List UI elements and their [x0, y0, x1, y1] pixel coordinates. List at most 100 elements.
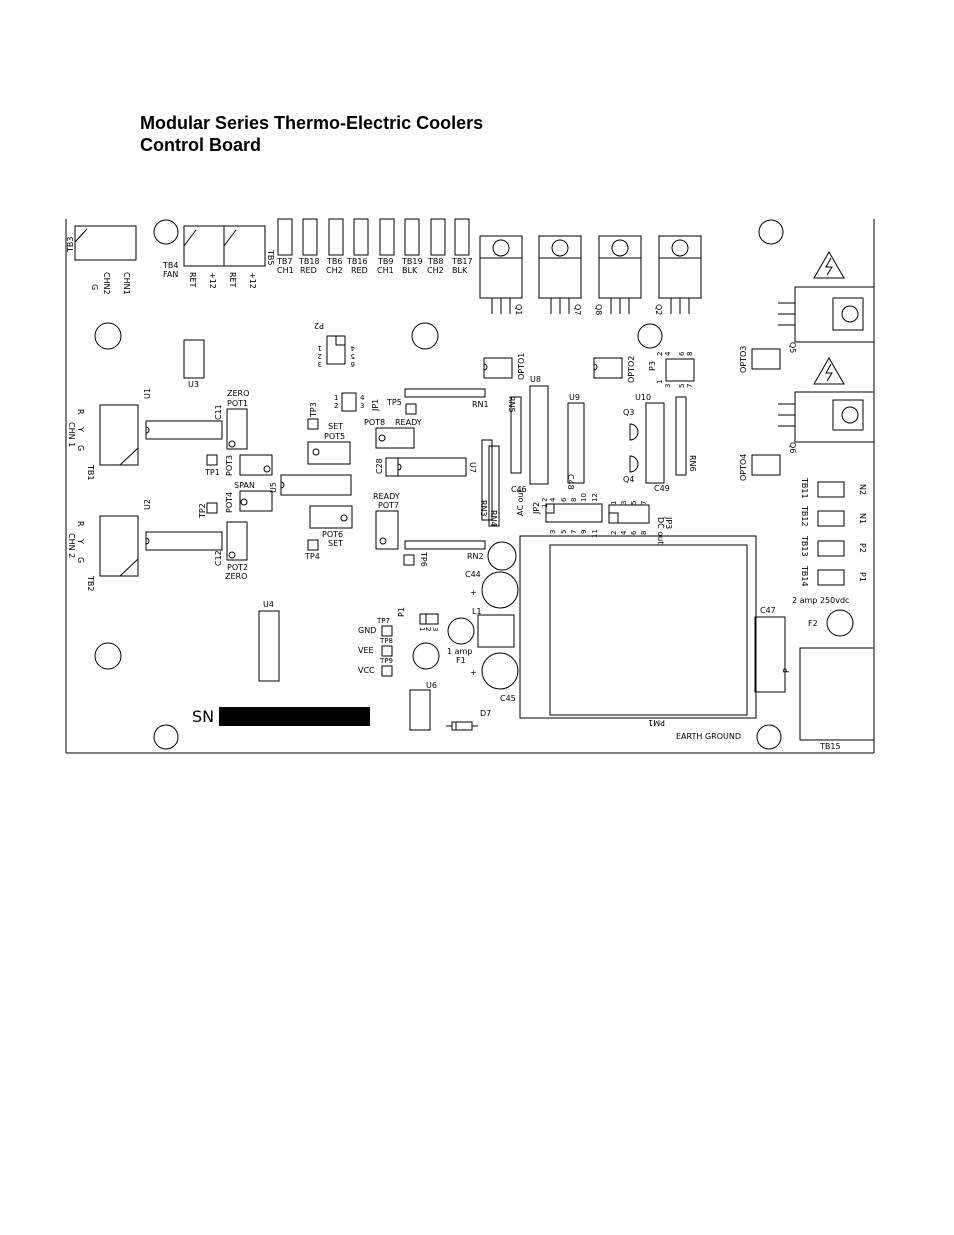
ready-label: READY — [395, 418, 422, 427]
capacitor-c44-top — [487, 541, 517, 571]
tb12-label: TB12 — [800, 505, 809, 527]
jp3-pin-4: 4 — [620, 530, 628, 535]
p3-pin-2: 2 — [656, 352, 664, 356]
power-supply: C44 + L1 1 amp F1 + C45 P1 1 2 3 TP7 GND… — [192, 535, 757, 741]
vee-label: VEE — [358, 646, 374, 655]
q5-label: Q5 — [788, 342, 797, 353]
pot-pot8 — [375, 427, 415, 449]
tb4-pin-12v2: +12 — [248, 272, 257, 289]
c46-label: C46 — [511, 485, 527, 494]
opto2-label: OPTO2 — [627, 356, 636, 383]
capacitor-c44 — [481, 571, 519, 609]
terminal-block-tb2 — [99, 515, 139, 577]
jp2-pin-8: 8 — [570, 498, 578, 502]
jp3-pin-5: 5 — [630, 501, 638, 505]
tb19-label: TB19 — [401, 257, 423, 266]
u2-label: U2 — [143, 499, 152, 510]
p3-pin-6: 6 — [678, 351, 686, 356]
header-p1 — [419, 613, 439, 625]
tb11-label: TB11 — [800, 477, 809, 499]
dc-out-label: DC out — [656, 517, 665, 544]
tp5-label: TP5 — [386, 398, 402, 407]
input-channels: R Y G CHN 1 TB1 R Y G CHN 2 TB2 U1 U2 U3… — [67, 339, 280, 682]
q2-label: Q2 — [654, 304, 663, 315]
jp3-pin-1: 1 — [610, 501, 618, 505]
pot-pot1 — [226, 408, 248, 450]
c28-label: C28 — [375, 458, 384, 474]
ic-u2 — [145, 531, 223, 551]
tp7-label: TP7 — [376, 617, 390, 625]
terminal-block-tb1 — [99, 404, 139, 466]
jp2-pin-5: 5 — [560, 530, 568, 534]
tb4-pin-ret1: RET — [188, 272, 197, 288]
jp1-pin-2: 2 — [334, 402, 338, 410]
u7-label: U7 — [468, 462, 477, 473]
terminal-block-tb15 — [799, 647, 875, 741]
opto-1 — [483, 357, 513, 379]
u8-label: U8 — [530, 375, 541, 384]
c45-plus: + — [470, 668, 477, 677]
c45-label: C45 — [500, 694, 516, 703]
ic-u6 — [409, 689, 431, 731]
p2-label: P2 — [314, 321, 324, 330]
jp2-label: JP2 — [532, 502, 541, 515]
transistor-q7: Q7 — [538, 235, 582, 315]
document-title: Modular Series Thermo-Electric Coolers C… — [140, 112, 483, 156]
jp2-pin-7: 7 — [570, 530, 578, 534]
ic-u5 — [280, 474, 352, 496]
opto3-label: OPTO3 — [739, 346, 748, 373]
pot-pot3 — [239, 454, 273, 476]
mounting-hole — [412, 642, 440, 670]
jp2-pin-3: 3 — [549, 530, 557, 534]
transistor-q1: Q1 — [479, 235, 523, 315]
test-point-tp8 — [381, 645, 393, 657]
warning-icon — [813, 356, 845, 385]
resistor-network-rn5 — [510, 396, 522, 474]
serial-number-label: SN — [192, 707, 214, 726]
pot-pot5 — [307, 441, 351, 465]
p3-pin-1: 1 — [656, 380, 664, 384]
zero2-label: ZERO — [225, 572, 247, 581]
terminal-block-tb3: TB3 G CHN2 CHN1 — [66, 225, 137, 295]
resistor-network-rn1 — [404, 388, 486, 398]
q6-label: Q6 — [788, 442, 797, 453]
resistor-network-rn6 — [675, 396, 687, 476]
test-point-tp2 — [206, 502, 218, 514]
c48-label: C48 — [566, 474, 575, 490]
jumper-jp3 — [608, 504, 650, 524]
p3-pin-3: 3 — [664, 384, 672, 388]
p2-label: P2 — [858, 543, 867, 553]
control-logic: OPTO1 OPTO2 U8 U9 U10 RN5 RN6 RN3 RN4 Q3… — [479, 351, 697, 544]
transistor-q8: Q8 — [594, 235, 642, 315]
u5-label: U5 — [269, 482, 278, 493]
jp3-pin-6: 6 — [630, 530, 638, 535]
chn2-label: CHN 2 — [67, 533, 76, 558]
u9-label: U9 — [569, 393, 580, 402]
u6-label: U6 — [426, 681, 437, 690]
ic-u10 — [645, 402, 665, 484]
l1-label: L1 — [472, 607, 482, 616]
opto4-label: OPTO4 — [739, 454, 748, 481]
transistor-q6: Q6 — [778, 391, 875, 453]
ready2-label: READY — [373, 492, 400, 501]
tb8-label: TB8 — [427, 257, 443, 266]
tp6-label: TP6 — [419, 551, 428, 567]
earth-ground-label: EARTH GROUND — [676, 732, 741, 741]
test-point-tp9 — [381, 665, 393, 677]
test-point-tp7 — [381, 625, 393, 637]
rn6-label: RN6 — [688, 455, 697, 472]
test-point-tp3 — [307, 418, 319, 430]
resistor-network-rn3 — [481, 439, 493, 521]
pot-pot7 — [375, 510, 399, 550]
chn2-pin-r: R — [76, 521, 85, 527]
ic-u7 — [397, 457, 467, 477]
opto-2 — [593, 357, 623, 379]
ic-u1 — [145, 420, 223, 440]
tb6-ch2: CH2 — [326, 266, 343, 275]
q8-label: Q8 — [594, 304, 603, 315]
n2-label: N2 — [858, 484, 867, 495]
ac-out-label: AC out — [516, 489, 525, 516]
span-label: SPAN — [234, 481, 255, 490]
p1-pin-1: 1 — [418, 627, 426, 631]
ic-u8 — [529, 385, 549, 485]
